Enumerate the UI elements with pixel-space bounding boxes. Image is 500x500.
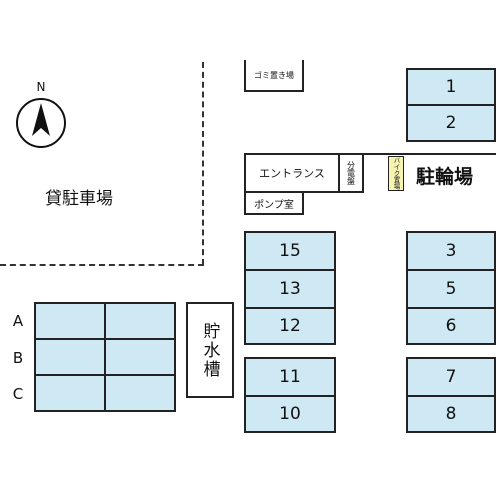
parking-space-number: 1 xyxy=(445,77,457,97)
bike-parking-label: バイク置場 xyxy=(392,157,400,190)
water-tank: 貯水槽 xyxy=(186,302,234,398)
entrance-label: エントランス xyxy=(259,167,325,180)
parking-space-b-2 xyxy=(104,338,176,376)
parking-space-8: 8 xyxy=(406,395,496,433)
rental-parking-boundary-horizontal xyxy=(0,264,204,266)
parking-space-number: 8 xyxy=(445,404,457,424)
parking-space-2: 2 xyxy=(406,104,496,142)
parking-space-10: 10 xyxy=(244,395,336,433)
parking-space-c-2 xyxy=(104,374,176,412)
parking-space-number: 2 xyxy=(445,113,457,133)
parking-space-number: 7 xyxy=(445,367,457,387)
compass: N xyxy=(14,80,68,150)
parking-space-12: 12 xyxy=(244,307,336,345)
pump-room-label: ポンプ室 xyxy=(254,199,294,211)
water-tank-label: 貯水槽 xyxy=(199,321,220,379)
garbage-area: ゴミ置き場 xyxy=(244,60,304,92)
bike-parking: バイク置場 xyxy=(388,156,404,191)
parking-space-11: 11 xyxy=(244,357,336,397)
garbage-area-label: ゴミ置き場 xyxy=(254,70,294,80)
parking-space-3: 3 xyxy=(406,231,496,271)
rental-parking-boundary-vertical xyxy=(202,62,204,265)
parking-space-number: 3 xyxy=(445,241,457,261)
parking-space-c-1 xyxy=(34,374,106,412)
parking-space-1: 1 xyxy=(406,68,496,106)
parking-space-number: 5 xyxy=(445,279,457,299)
parking-space-7: 7 xyxy=(406,357,496,397)
switchboard: 分電盤 xyxy=(338,153,364,193)
north-label: N xyxy=(36,80,46,94)
pump-room: ポンプ室 xyxy=(244,191,304,215)
parking-space-15: 15 xyxy=(244,231,336,271)
parking-space-13: 13 xyxy=(244,269,336,309)
bicycle-parking-label: 駐輪場 xyxy=(416,166,474,188)
parking-space-a-2 xyxy=(104,302,176,340)
compass-arrow-icon xyxy=(16,98,66,148)
parking-space-a-1 xyxy=(34,302,106,340)
switchboard-label: 分電盤 xyxy=(346,161,356,185)
parking-space-number: 15 xyxy=(279,241,301,261)
entrance: エントランス xyxy=(244,153,340,193)
parking-space-number: 11 xyxy=(279,367,301,387)
row-label-a: A xyxy=(12,312,24,330)
parking-space-number: 10 xyxy=(279,404,301,424)
parking-space-5: 5 xyxy=(406,269,496,309)
parking-space-number: 6 xyxy=(445,316,457,336)
row-label-b: B xyxy=(12,349,24,367)
rental-parking-label: 貸駐車場 xyxy=(45,189,113,209)
parking-space-number: 12 xyxy=(279,316,301,336)
row-label-c: C xyxy=(12,385,24,403)
parking-space-6: 6 xyxy=(406,307,496,345)
parking-space-b-1 xyxy=(34,338,106,376)
parking-space-number: 13 xyxy=(279,279,301,299)
